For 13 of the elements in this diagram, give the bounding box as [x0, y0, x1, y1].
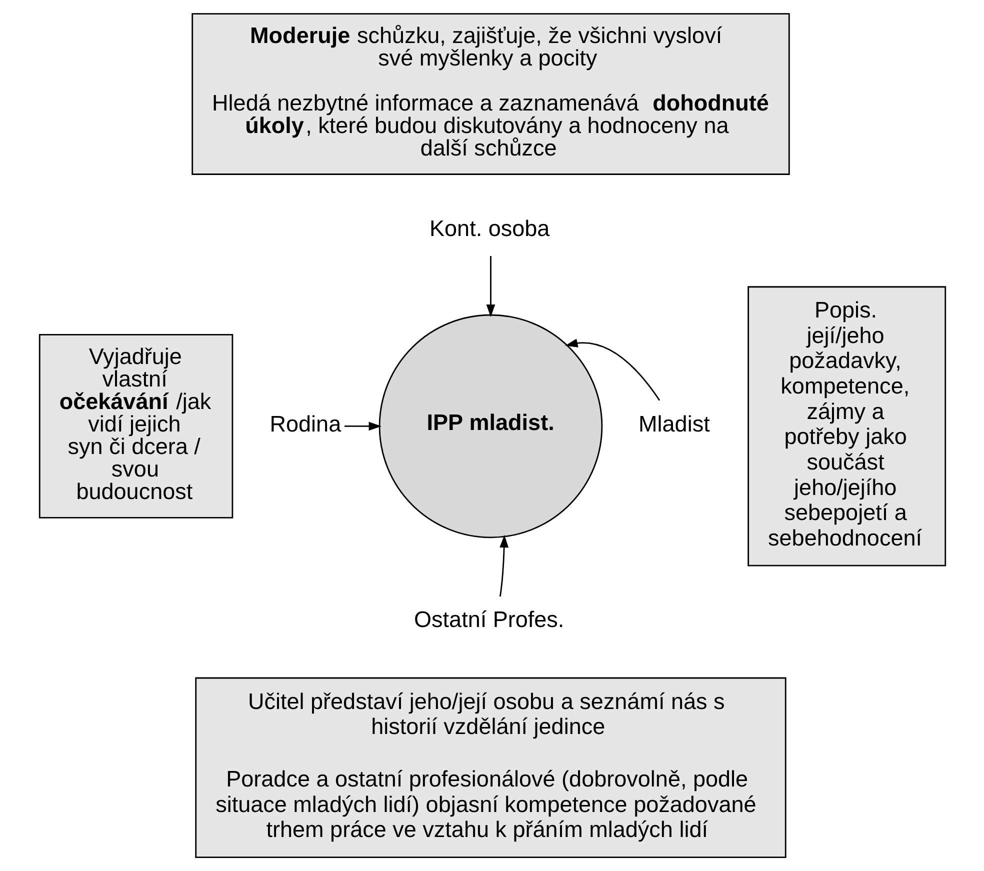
arrow	[486, 256, 495, 318]
node-box: Učitel představí jeho/její osobu a seznámí nás s historií vzdělání jedince Poradce a ostatní profesionálové (dobrovolně, podle situace mladých lidí) objasní kompetence požadované trhem práce ve vztahu k přáním mladých lidí	[194, 677, 786, 858]
node-text: Ostatní Profes.	[414, 607, 564, 632]
arrow	[498, 534, 508, 597]
node-box: Moderuje schůzku, zajišťuje, že všichni vysloví své myšlenky a pocity Hledá nezbytné informace a zaznamenává dohodnuté úkoly, které budou diskutovány a hodnoceny na další schůzce	[191, 13, 790, 175]
arrow	[564, 338, 660, 401]
arrow	[344, 422, 381, 431]
node-text: Kont. osoba	[429, 216, 550, 241]
node-text: Mladist	[638, 412, 710, 437]
node-circle: IPP mladist.	[378, 314, 602, 538]
node-box: Popis. její/jeho požadavky, kompetence, zájmy a potřeby jako součást jeho/jejího sebepojetí a sebehodnocení	[747, 286, 946, 566]
node-text: Rodina	[269, 412, 341, 437]
node-box: Vyjadřuje vlastní očekávání /jak vidí jejich syn či dcera / svou budoucnost	[38, 334, 233, 518]
